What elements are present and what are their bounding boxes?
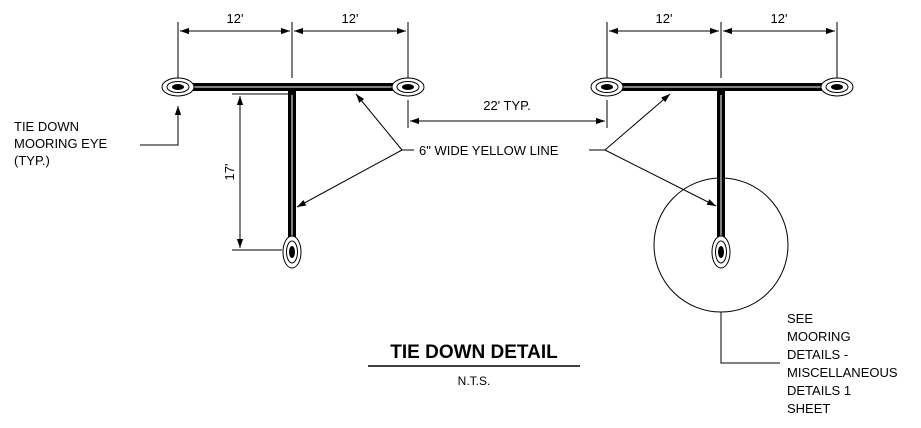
see-line-1: SEE: [787, 311, 813, 326]
left-vertical-dim-label: 17': [222, 164, 237, 181]
right-dim-label-1: 12': [656, 11, 673, 26]
see-line-5: DETAILS 1: [787, 383, 851, 398]
tie-down-label-line-3: (TYP.): [14, 153, 50, 168]
left-dim-label-2: 12': [342, 11, 359, 26]
tie-down-leader: TIE DOWN MOORING EYE (TYP.): [14, 106, 182, 168]
yellow-line-leader-4: [604, 149, 717, 207]
left-tie-down: 12' 12' 17': [161, 11, 425, 269]
left-dim-label-1: 12': [227, 11, 244, 26]
right-dim-label-2: 12': [771, 11, 788, 26]
tie-down-label-line-2: MOORING EYE: [14, 136, 108, 151]
yellow-line-leader-2: [296, 149, 403, 208]
right-mooring-eye-bottom: [711, 235, 731, 269]
left-mooring-eye-left: [161, 77, 195, 97]
see-line-2: MOORING: [787, 329, 851, 344]
see-mooring-note: SEE MOORING DETAILS - MISCELLANEOUS DETA…: [720, 311, 898, 416]
spacing-dim-label: 22' TYP.: [483, 98, 531, 113]
tie-down-label-line-1: TIE DOWN: [14, 119, 79, 134]
yellow-line-leader-1: [355, 93, 403, 151]
left-mooring-eye-right: [391, 77, 425, 97]
right-mooring-eye-left: [590, 77, 624, 97]
yellow-line-note: 6" WIDE YELLOW LINE: [296, 93, 717, 208]
yellow-line-label: 6" WIDE YELLOW LINE: [419, 143, 559, 158]
yellow-line-leader-3: [604, 93, 671, 151]
spacing-dimension: 22' TYP.: [407, 98, 608, 128]
right-mooring-eye-right: [820, 77, 854, 97]
detail-title: TIE DOWN DETAIL: [390, 342, 558, 363]
right-tie-down: 12' 12': [590, 11, 854, 313]
see-line-6: SHEET: [787, 401, 830, 416]
see-line-3: DETAILS -: [787, 347, 848, 362]
left-mooring-eye-bottom: [282, 235, 302, 269]
detail-scale: N.T.S.: [458, 374, 491, 388]
detail-title-block: TIE DOWN DETAIL N.T.S.: [368, 342, 580, 388]
see-line-4: MISCELLANEOUS: [787, 365, 898, 380]
